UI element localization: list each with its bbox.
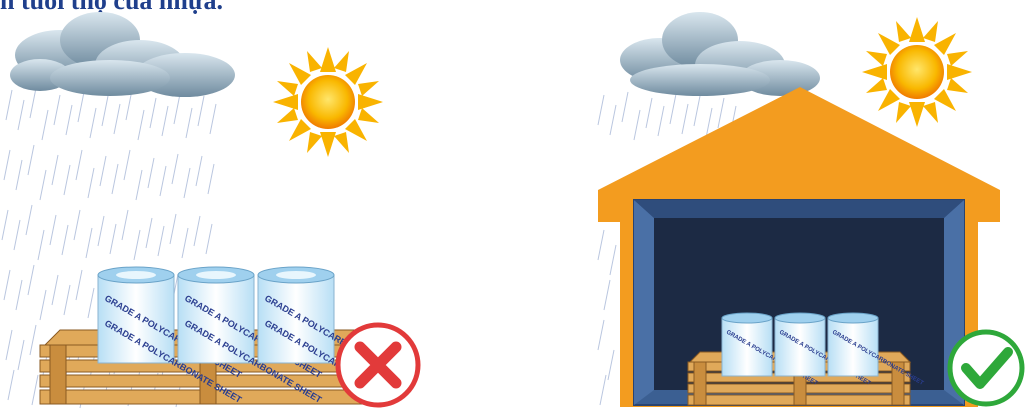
sheltered-scene: GRADE A POLYCARBONATE SHEET GRADE A POLY…: [598, 12, 1022, 407]
checkmark-icon: [950, 332, 1022, 404]
cross-icon: [338, 325, 418, 405]
outdoor-scene: GRADE A POLYCARBONATE SHEET GRADE A POLY…: [2, 12, 418, 408]
cloud-icon: [10, 12, 235, 97]
cloud-icon: [620, 12, 820, 96]
sun-icon: [862, 17, 972, 127]
sun-icon: [273, 47, 383, 157]
